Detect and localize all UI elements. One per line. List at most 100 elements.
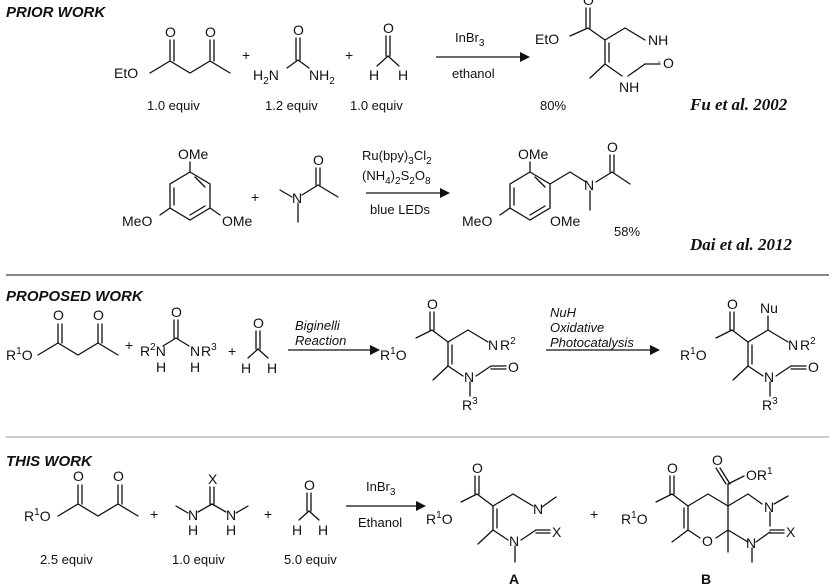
svg-text:N: N: [464, 369, 474, 385]
svg-text:OMe: OMe: [518, 146, 549, 162]
equiv-label: 5.0 equiv: [284, 552, 337, 567]
condition-nucleophile: NuH: [550, 305, 577, 320]
condition-photocatalysis: Photocatalysis: [550, 335, 634, 350]
svg-text:N: N: [746, 535, 756, 551]
svg-text:O: O: [113, 468, 124, 484]
svg-text:N: N: [488, 337, 498, 353]
svg-text:O: O: [663, 55, 674, 71]
svg-text:O: O: [205, 24, 216, 40]
svg-text:+: +: [125, 337, 133, 353]
svg-text:O: O: [667, 460, 678, 476]
citation-dai: Dai et al. 2012: [689, 235, 792, 254]
substituted-urea-structure: O R2N H N H R3: [140, 304, 217, 375]
svg-text:N: N: [292, 190, 302, 206]
equiv-label: 1.2 equiv: [265, 98, 318, 113]
dimethyl-urea-structure: X N H N H: [175, 471, 249, 538]
svg-text:H: H: [398, 67, 408, 83]
svg-text:H: H: [292, 522, 302, 538]
svg-text:O: O: [727, 296, 738, 312]
svg-text:O: O: [508, 359, 519, 375]
svg-text:OMe: OMe: [222, 213, 253, 229]
svg-text:H: H: [241, 360, 251, 376]
svg-text:O: O: [383, 20, 394, 36]
svg-text:H: H: [188, 522, 198, 538]
formaldehyde-structure: O H H: [292, 477, 328, 538]
equiv-label: 1.0 equiv: [172, 552, 225, 567]
svg-text:R1O: R1O: [380, 346, 407, 363]
nu-functionalized-dhpm-structure: O Nu R1O N R2 N R3 O: [680, 296, 819, 413]
svg-text:N: N: [764, 369, 774, 385]
svg-text:MeO: MeO: [462, 213, 492, 229]
yield-label: 58%: [614, 224, 640, 239]
condition-oxidant: (NH4)2S2O8: [362, 168, 431, 187]
svg-text:+: +: [228, 343, 236, 359]
product-b-structure: O O OR1 R1O O N N X: [621, 452, 796, 563]
svg-text:X: X: [786, 524, 796, 540]
svg-text:H: H: [190, 359, 200, 375]
condition-catalyst: InBr3: [455, 30, 485, 49]
svg-text:O: O: [583, 0, 594, 8]
svg-text:R1O: R1O: [680, 346, 707, 363]
svg-text:R3: R3: [201, 342, 217, 359]
urea-structure: O H2N NH2: [253, 22, 335, 87]
beta-ketoester-structure: O O R1O: [6, 307, 119, 363]
section-header-prior-work: PRIOR WORK: [6, 4, 106, 21]
svg-text:N: N: [764, 499, 774, 515]
equiv-label: 1.0 equiv: [147, 98, 200, 113]
product-label-a: A: [509, 571, 519, 587]
svg-text:O: O: [472, 460, 483, 476]
svg-text:NH2: NH2: [309, 67, 335, 87]
svg-text:+: +: [150, 506, 158, 522]
equiv-label: 1.0 equiv: [350, 98, 403, 113]
svg-text:N: N: [533, 501, 543, 517]
dhpm-intermediate-structure: O R1O N R2 N R3 O: [380, 296, 519, 413]
svg-text:R1O: R1O: [621, 510, 648, 527]
section-header-proposed-work: PROPOSED WORK: [6, 288, 144, 305]
reaction-arrow-photocatalysis: [546, 345, 660, 355]
svg-text:O: O: [304, 477, 315, 493]
condition-reaction: Reaction: [295, 333, 346, 348]
svg-text:NH: NH: [648, 32, 668, 48]
condition-photocatalyst: Ru(bpy)3Cl2: [362, 148, 432, 167]
ethyl-acetoacetate-structure: O O EtO: [114, 24, 231, 81]
section-header-this-work: THIS WORK: [6, 453, 93, 470]
condition-biginelli: Biginelli: [295, 318, 341, 333]
svg-text:H: H: [267, 360, 277, 376]
svg-text:+: +: [590, 506, 598, 522]
yield-label: 80%: [540, 98, 566, 113]
svg-text:R1O: R1O: [24, 507, 51, 524]
svg-text:OMe: OMe: [550, 213, 581, 229]
svg-text:N: N: [190, 343, 200, 359]
svg-text:H2N: H2N: [253, 67, 279, 87]
svg-text:O: O: [293, 22, 304, 38]
formaldehyde-structure: O H H: [369, 20, 408, 83]
svg-text:X: X: [208, 471, 218, 487]
svg-text:EtO: EtO: [535, 31, 559, 47]
svg-text:R2: R2: [500, 336, 516, 353]
svg-text:+: +: [251, 189, 259, 205]
product-a-structure: O R1O N N X: [426, 460, 562, 563]
svg-text:R2N: R2N: [140, 342, 166, 359]
svg-text:NH: NH: [619, 79, 639, 95]
reaction-arrow-this-work: [346, 501, 426, 511]
svg-text:O: O: [165, 24, 176, 40]
reaction-arrow-biginelli: [288, 345, 380, 355]
svg-text:N: N: [584, 177, 594, 193]
svg-text:+: +: [264, 506, 272, 522]
svg-text:R1O: R1O: [426, 510, 453, 527]
svg-text:O: O: [808, 359, 819, 375]
svg-text:N: N: [188, 507, 198, 523]
svg-text:H: H: [318, 522, 328, 538]
svg-text:O: O: [53, 307, 64, 323]
reaction-arrow-fu: [436, 52, 530, 62]
svg-text:+: +: [242, 47, 250, 63]
svg-text:H: H: [226, 522, 236, 538]
svg-text:O: O: [171, 304, 182, 320]
svg-text:O: O: [313, 152, 324, 168]
dimethylacetamide-structure: N O: [279, 152, 339, 223]
svg-text:N: N: [788, 337, 798, 353]
svg-text:R3: R3: [762, 396, 778, 413]
svg-text:O: O: [93, 307, 104, 323]
condition-oxidative: Oxidative: [550, 320, 604, 335]
